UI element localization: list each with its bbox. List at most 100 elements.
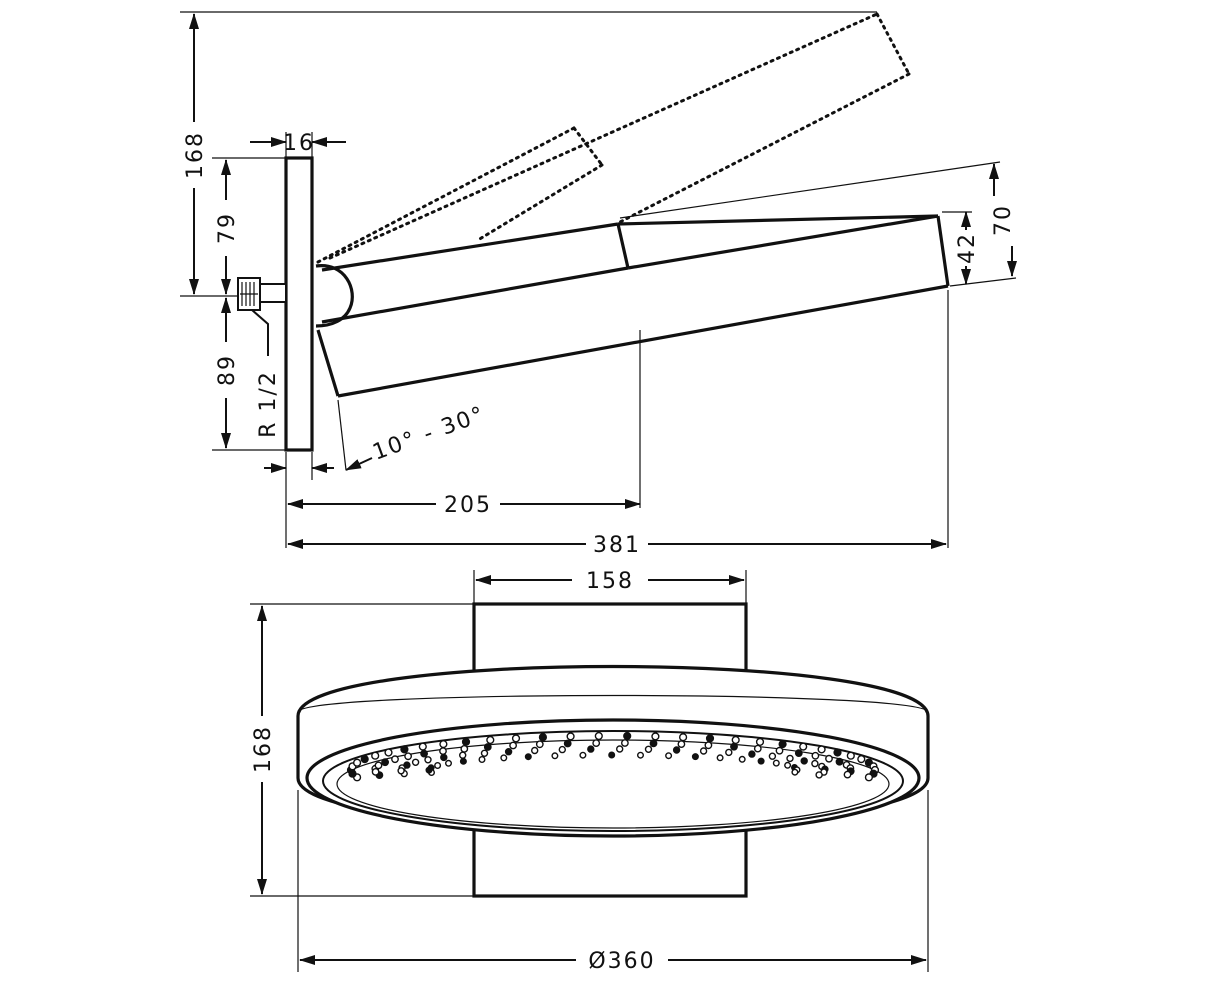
- dim-upper-height: 79: [215, 159, 240, 295]
- nozzle: [731, 735, 740, 745]
- nozzle: [800, 757, 808, 765]
- label-head-thickness: 42: [955, 232, 980, 264]
- nozzle: [434, 762, 442, 770]
- label-thread: R 1/2: [256, 370, 281, 438]
- nozzle: [699, 747, 708, 755]
- nozzle: [425, 766, 433, 774]
- shower-head-body: [337, 214, 950, 398]
- dim-head-diameter: Ø360: [299, 949, 927, 974]
- nozzle: [846, 751, 855, 760]
- nozzle: [691, 753, 699, 761]
- nozzle: [348, 769, 357, 778]
- nozzle: [403, 761, 411, 769]
- nozzle: [440, 753, 448, 762]
- nozzle: [644, 745, 653, 753]
- nozzle: [857, 754, 866, 764]
- nozzle: [811, 759, 819, 768]
- nozzle-field: [346, 731, 880, 782]
- nozzle: [509, 741, 517, 750]
- nozzle: [608, 751, 616, 759]
- nozzle: [791, 768, 799, 776]
- nozzle: [815, 771, 823, 779]
- dim-arm-projection: 205: [287, 493, 641, 518]
- label-lower-height: 89: [215, 354, 240, 386]
- front-view: 158 168 Ø360: [250, 569, 930, 974]
- nozzle: [748, 750, 756, 758]
- label-upper-height: 79: [215, 212, 240, 244]
- nozzle: [725, 748, 733, 757]
- nozzle: [500, 754, 508, 762]
- side-view: 168 16 79 89 R 1/2 10° - 30°: [180, 11, 1017, 558]
- nozzle: [672, 746, 681, 754]
- nozzle: [460, 745, 469, 753]
- nozzle: [353, 758, 362, 767]
- label-head-diameter: Ø360: [588, 949, 655, 974]
- nozzle: [665, 752, 673, 760]
- nozzle: [592, 739, 601, 747]
- nozzle: [411, 758, 420, 766]
- nozzle: [511, 734, 521, 743]
- nozzle: [864, 773, 874, 782]
- nozzle: [833, 748, 842, 757]
- nozzle: [817, 745, 826, 754]
- nozzle: [778, 739, 787, 749]
- nozzle: [558, 745, 566, 754]
- nozzle: [439, 747, 447, 755]
- nozzle: [843, 770, 852, 779]
- nozzle: [637, 751, 645, 759]
- dim-head-height: 70: [989, 163, 1017, 277]
- nozzle: [799, 742, 808, 751]
- shower-arm: [316, 222, 629, 397]
- nozzle: [835, 757, 844, 766]
- nozzle: [621, 739, 629, 747]
- nozzle: [478, 756, 486, 764]
- nozzle: [391, 755, 399, 764]
- nozzle: [566, 732, 575, 741]
- nozzle: [753, 744, 762, 753]
- nozzle: [404, 752, 412, 761]
- nozzle: [784, 761, 792, 769]
- nozzle: [775, 746, 784, 755]
- nozzle: [678, 733, 688, 742]
- nozzle: [535, 740, 544, 749]
- nozzle: [704, 741, 713, 750]
- dim-front-height: 168: [251, 605, 276, 895]
- nozzle: [579, 751, 587, 759]
- nozzle: [738, 755, 746, 763]
- nozzle: [461, 737, 471, 747]
- nozzle: [420, 749, 428, 758]
- nozzle: [563, 739, 572, 748]
- tilted-positions-dashed: [316, 12, 911, 264]
- nozzle: [538, 733, 548, 742]
- nozzle: [755, 737, 765, 747]
- dim-head-thickness: 42: [955, 211, 980, 285]
- nozzle: [649, 739, 658, 748]
- nozzle: [424, 756, 432, 764]
- nozzle: [439, 739, 448, 749]
- nozzle: [381, 758, 389, 767]
- nozzle: [794, 749, 803, 757]
- nozzle: [551, 752, 559, 760]
- nozzle: [524, 753, 532, 761]
- label-side-total-height: 168: [183, 131, 208, 179]
- nozzle: [811, 751, 820, 760]
- nozzle: [531, 746, 539, 755]
- nozzle: [623, 731, 632, 741]
- dim-side-total-height: 168: [183, 13, 208, 295]
- nozzle: [483, 743, 492, 751]
- nozzle: [480, 749, 489, 757]
- dim-plate-thickness: 16: [250, 131, 346, 156]
- label-total-projection: 381: [593, 533, 641, 558]
- nozzle: [594, 731, 603, 741]
- wall-plate: [284, 156, 314, 452]
- nozzle: [418, 742, 427, 751]
- nozzle: [677, 740, 686, 748]
- nozzle: [504, 748, 513, 756]
- label-front-height: 168: [251, 725, 276, 773]
- dim-total-projection: 381: [287, 533, 947, 558]
- nozzle: [730, 742, 738, 751]
- nozzle: [757, 757, 765, 765]
- nozzle: [587, 745, 595, 753]
- dim-lower-height: 89: [215, 297, 240, 449]
- nozzle: [374, 761, 383, 770]
